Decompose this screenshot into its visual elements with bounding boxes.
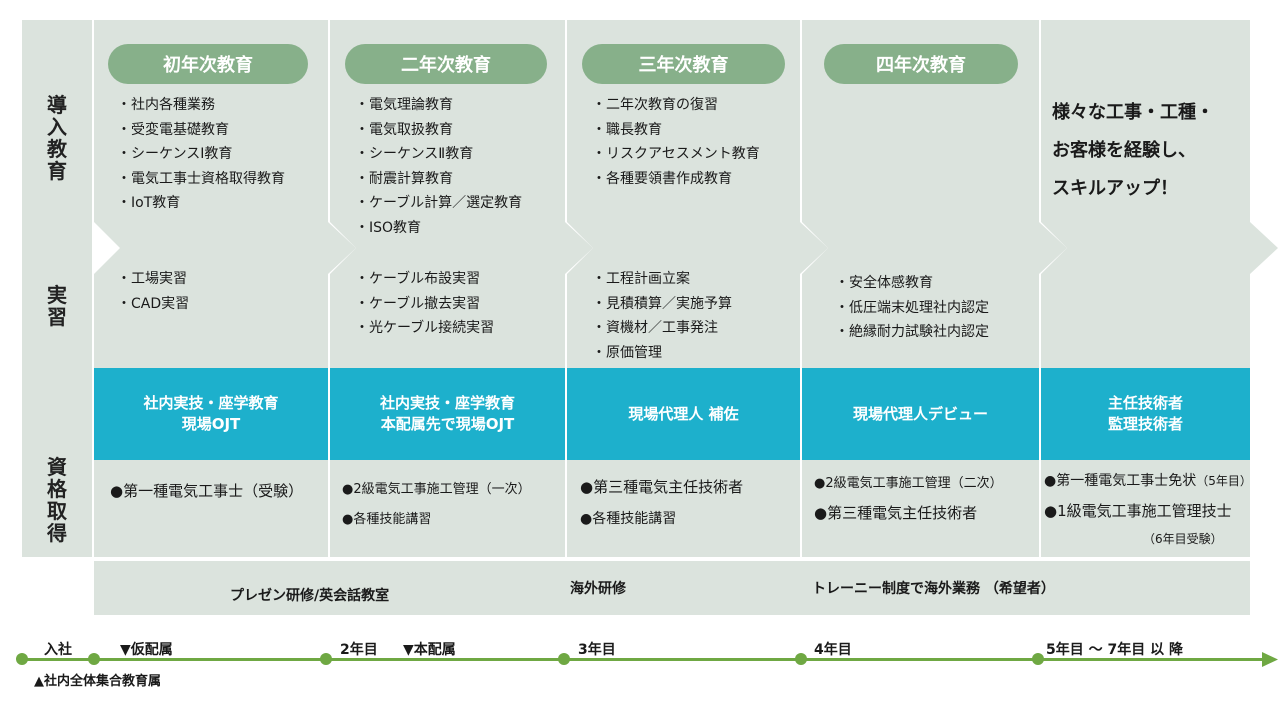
band-bg-year2	[330, 368, 565, 460]
list-item: ・シーケンスⅡ教育	[355, 146, 474, 163]
timeline-dot	[320, 653, 332, 665]
list-item: ・ケーブル撤去実習	[355, 295, 481, 312]
practice-list-year2: ・ケーブル布設実習 ・ケーブル撤去実習 ・光ケーブル接続実習	[355, 267, 494, 341]
list-item: ・リスクアセスメント教育	[592, 146, 760, 163]
list-item: ・見積積算／実施予算	[592, 295, 732, 312]
list-item: ・電気取扱教育	[355, 121, 453, 138]
band-year3: 現場代理人 補佐	[628, 404, 739, 423]
timeline-label-assignment: ▼本配属	[403, 642, 456, 658]
timeline-label-year4: 4年目	[814, 642, 852, 658]
list-item: ・IoT教育	[117, 195, 181, 212]
band-year4: 現場代理人デビュー	[852, 404, 988, 423]
list-item: ・二年次教育の復習	[592, 97, 718, 113]
row-label-intro: 導入教育	[47, 93, 67, 183]
pill-year1: 初年次教育	[108, 44, 308, 84]
band-bg-year1	[94, 368, 328, 460]
list-item: ・ケーブル布設実習	[355, 271, 481, 287]
timeline-label-year3: 3年目	[578, 642, 616, 658]
list-item: ・工程計画立案	[592, 271, 690, 287]
timeline-dot	[88, 653, 100, 665]
band-bg-year5	[1041, 368, 1250, 460]
qual-year4-1: ●2級電気工事施工管理（二次）	[814, 476, 1003, 491]
qual-year5-note: （6年目受験）	[1143, 532, 1223, 546]
intro-list-year3: ・二年次教育の復習 ・職長教育 ・リスクアセスメント教育 ・各種要領書作成教育	[592, 93, 760, 191]
practice-list-year1: ・工場実習 ・CAD実習	[117, 267, 189, 316]
list-item: ・受変電基礎教育	[117, 121, 229, 138]
pill-year3: 三年次教育	[582, 44, 785, 84]
qual-year4-2: ●第三種電気主任技術者	[814, 504, 978, 522]
qual-year1-1: ●第一種電気工事士（受験）	[110, 482, 304, 500]
qual-year2-2: ●各種技能講習	[342, 512, 432, 527]
row-label-column	[22, 20, 92, 557]
list-item: ・ケーブル計算／選定教育	[355, 195, 523, 212]
timeline-arrowhead	[1262, 652, 1278, 667]
list-item: ・各種要領書作成教育	[592, 170, 732, 187]
list-item: ・絶縁耐力試験社内認定	[835, 324, 989, 341]
practice-list-year3: ・工程計画立案 ・見積積算／実施予算 ・資機材／工事発注 ・原価管理	[592, 267, 732, 365]
timeline-label-join: 入社	[44, 642, 72, 658]
qual-year5-2: ●1級電気工事施工管理技士	[1044, 502, 1232, 520]
timeline-dot	[1032, 653, 1044, 665]
band-year2: 社内実技・座学教育本配属先で現場OJT	[379, 394, 515, 433]
list-item: ・CAD実習	[117, 295, 190, 312]
qual-note: （5年目）	[1196, 474, 1252, 488]
timeline-label-year2: 2年目	[340, 642, 378, 658]
pill-year2: 二年次教育	[345, 44, 547, 84]
qual-year3-1: ●第三種電気主任技術者	[580, 478, 744, 496]
bottom-band	[94, 561, 1250, 615]
list-item: ・資機材／工事発注	[592, 320, 718, 337]
timeline-line	[22, 658, 1262, 661]
practice-list-year4: ・安全体感教育 ・低圧端末処理社内認定 ・絶縁耐力試験社内認定	[835, 271, 989, 345]
row-label-practice: 実習	[47, 283, 67, 329]
list-item: ・光ケーブル接続実習	[355, 320, 495, 337]
bottom-item-overseas-training: 海外研修	[570, 581, 626, 597]
pill-year4: 四年次教育	[824, 44, 1018, 84]
band-bg-year3	[567, 368, 800, 460]
intro-list-year1: ・社内各種業務 ・受変電基礎教育 ・シーケンスⅠ教育 ・電気工事士資格取得教育 …	[117, 93, 285, 216]
list-item: ・シーケンスⅠ教育	[117, 146, 233, 163]
timeline-dot	[16, 653, 28, 665]
timeline-label-provisional: ▼仮配属	[120, 642, 173, 658]
list-item: ・電気工事士資格取得教育	[117, 170, 285, 187]
list-item: ・ISO教育	[355, 219, 422, 236]
list-item: ・低圧端末処理社内認定	[835, 299, 989, 316]
intro-list-year2: ・電気理論教育 ・電気取扱教育 ・シーケンスⅡ教育 ・耐震計算教育 ・ケーブル計…	[355, 93, 522, 241]
band-bg-year4	[802, 368, 1039, 460]
bottom-item-presentation: プレゼン研修/英会話教室	[230, 588, 390, 604]
year5-message: 様々な工事・工種・ お客様を経験し、 スキルアップ！	[1052, 102, 1214, 199]
list-item: ・職長教育	[592, 121, 662, 138]
row-label-qualification: 資格取得	[47, 455, 67, 545]
list-item: ・工場実習	[117, 271, 187, 287]
timeline-label-year5-7: 5年目 〜 7年目 以 降	[1046, 642, 1183, 658]
list-item: ・社内各種業務	[117, 97, 215, 113]
bottom-item-trainee: トレーニー制度で海外業務 （希望者）	[812, 581, 1055, 597]
list-item: ・電気理論教育	[355, 97, 453, 113]
qual-year3-2: ●各種技能講習	[580, 511, 677, 527]
list-item: ・耐震計算教育	[355, 170, 453, 187]
list-item: ・原価管理	[592, 344, 662, 361]
band-year1: 社内実技・座学教育現場OJT	[143, 394, 279, 433]
qual-year5-1: ●第一種電気工事士免状（5年目）	[1044, 473, 1252, 489]
timeline-dot	[795, 653, 807, 665]
band-year5: 主任技術者監理技術者	[1107, 394, 1183, 433]
qual-year2-1: ●2級電気工事施工管理（一次）	[342, 482, 531, 497]
timeline-sub-label: ▲社内全体集合教育属	[34, 674, 161, 689]
list-item: ・安全体感教育	[835, 275, 933, 291]
timeline-dot	[558, 653, 570, 665]
